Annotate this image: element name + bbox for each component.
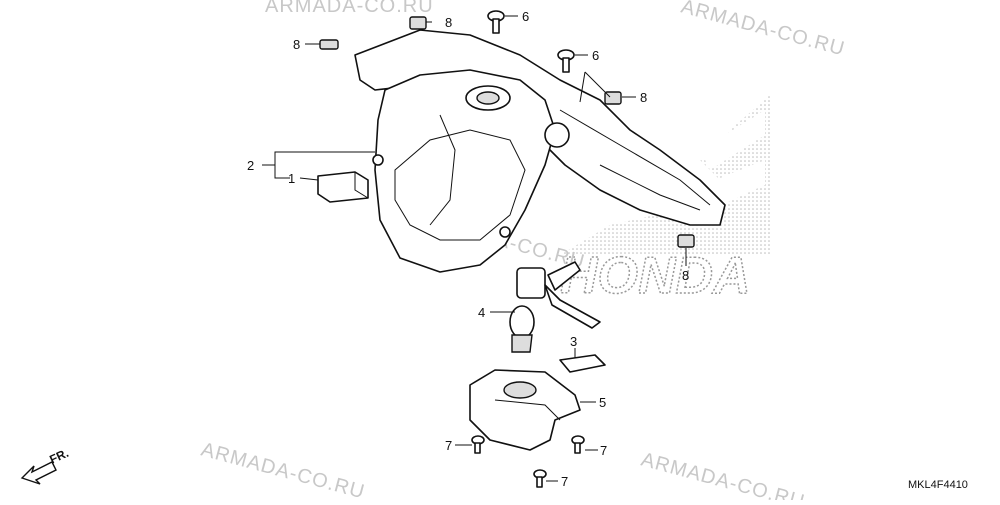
- callout-6: 6: [592, 48, 599, 63]
- screw-6a: [487, 10, 505, 34]
- nut-8b: [319, 39, 339, 50]
- callout-8: 8: [682, 268, 689, 283]
- bolt-7b: [571, 435, 585, 454]
- front-direction-label: FR.: [47, 446, 70, 467]
- mounting-plate: [469, 369, 581, 451]
- callout-3: 3: [570, 334, 577, 349]
- watermark: ARMADA-CO.RU: [639, 449, 808, 500]
- nut-8d: [677, 234, 695, 248]
- screw-6b: [557, 49, 575, 73]
- nut-8a: [409, 16, 427, 30]
- callout-5: 5: [599, 395, 606, 410]
- callout-2: 2: [247, 158, 254, 173]
- front-direction-arrow-icon: [20, 461, 57, 485]
- callout-7: 7: [561, 474, 568, 489]
- nut-8c: [604, 91, 622, 105]
- callout-8: 8: [445, 15, 452, 30]
- watermark: ARMADA-CO.RU: [679, 0, 848, 60]
- watermark: ARMADA-CO.RU: [265, 0, 434, 17]
- clip: [559, 354, 606, 373]
- key-cylinder: [509, 261, 601, 353]
- callout-7: 7: [445, 438, 452, 453]
- watermark: ARMADA-CO.RU: [199, 439, 368, 500]
- cushion-block: [317, 171, 369, 203]
- callout-4: 4: [478, 305, 485, 320]
- leader-lines: [262, 15, 687, 482]
- callout-8: 8: [293, 37, 300, 52]
- honda-brand-text: HONDA: [560, 247, 751, 305]
- inner-cover: [372, 69, 570, 273]
- bolt-7c: [533, 469, 547, 488]
- diagram-code: MKL4F4410: [908, 479, 968, 491]
- callout-6: 6: [522, 9, 529, 24]
- callout-1: 1: [288, 171, 295, 186]
- callout-8: 8: [640, 90, 647, 105]
- bolt-7a: [471, 435, 485, 454]
- callout-7: 7: [600, 443, 607, 458]
